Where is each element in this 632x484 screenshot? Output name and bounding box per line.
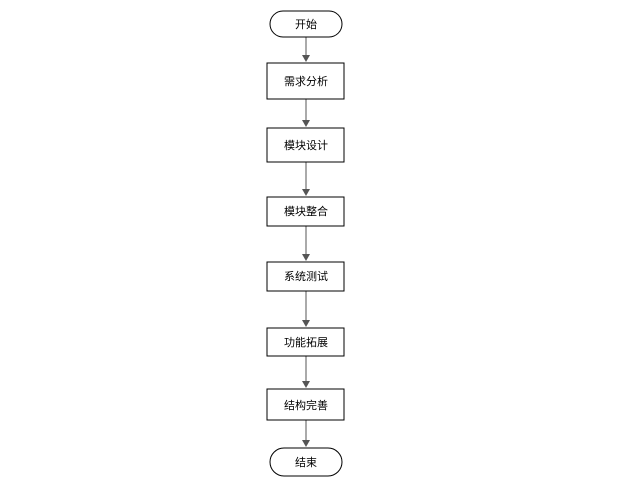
process-step-shape xyxy=(266,127,345,163)
process-step-label: 系统测试 xyxy=(284,270,328,283)
process-step-label: 需求分析 xyxy=(284,74,328,88)
process-step-shape xyxy=(266,261,345,292)
process-step-shape xyxy=(266,388,345,421)
process-step-shape xyxy=(266,327,345,357)
process-step: 需求分析 xyxy=(266,62,345,100)
process-step: 结构完善 xyxy=(266,388,345,421)
start-node-label: 开始 xyxy=(295,17,317,31)
end-node-shape xyxy=(269,447,343,477)
end-node: 结束 xyxy=(269,447,343,477)
process-step: 系统测试 xyxy=(266,261,345,292)
process-step-shape xyxy=(266,196,345,227)
process-step: 模块设计 xyxy=(266,127,345,163)
process-step-label: 功能拓展 xyxy=(284,335,328,349)
process-step: 模块整合 xyxy=(266,196,345,227)
process-step-label: 模块整合 xyxy=(284,204,328,218)
start-node: 开始 xyxy=(269,10,343,38)
process-step: 功能拓展 xyxy=(266,327,345,357)
process-step-label: 结构完善 xyxy=(284,398,328,412)
start-node-shape xyxy=(269,10,343,38)
process-step-shape xyxy=(266,62,345,100)
process-step-label: 模块设计 xyxy=(284,139,328,152)
end-node-label: 结束 xyxy=(295,456,317,469)
